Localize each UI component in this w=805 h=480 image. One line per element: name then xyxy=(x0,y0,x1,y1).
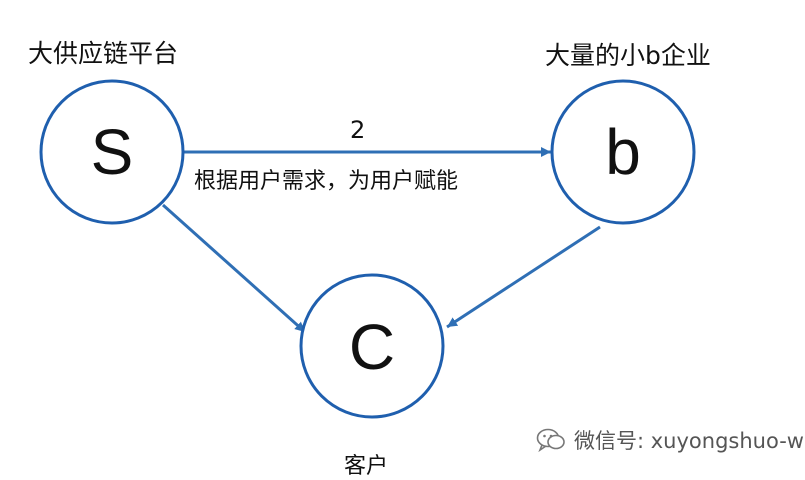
arrow-s-to-c xyxy=(162,203,306,334)
wechat-icon xyxy=(536,428,565,453)
node-c-circle xyxy=(299,273,445,419)
watermark-text: 微信号: xuyongshuo-work xyxy=(574,429,805,453)
edge-s-b-text: 根据用户需求，为用户赋能 xyxy=(194,169,459,194)
node-c: C xyxy=(299,273,445,419)
watermark: 微信号: xuyongshuo-work xyxy=(536,425,805,455)
node-s-label: 大供应链平台 xyxy=(28,39,179,68)
node-b-letter: b xyxy=(605,116,641,188)
node-b-circle xyxy=(550,79,696,225)
arrow-b-to-c xyxy=(446,225,601,329)
node-c-label: 客户 xyxy=(344,454,389,479)
node-s-letter: S xyxy=(91,116,134,188)
edge-s-b-number: 2 xyxy=(350,116,366,144)
node-s: S xyxy=(39,79,185,225)
node-b-label: 大量的小b企业 xyxy=(545,41,711,70)
node-c-letter: C xyxy=(349,311,395,383)
node-b: b xyxy=(550,79,696,225)
node-s-circle xyxy=(39,79,185,225)
